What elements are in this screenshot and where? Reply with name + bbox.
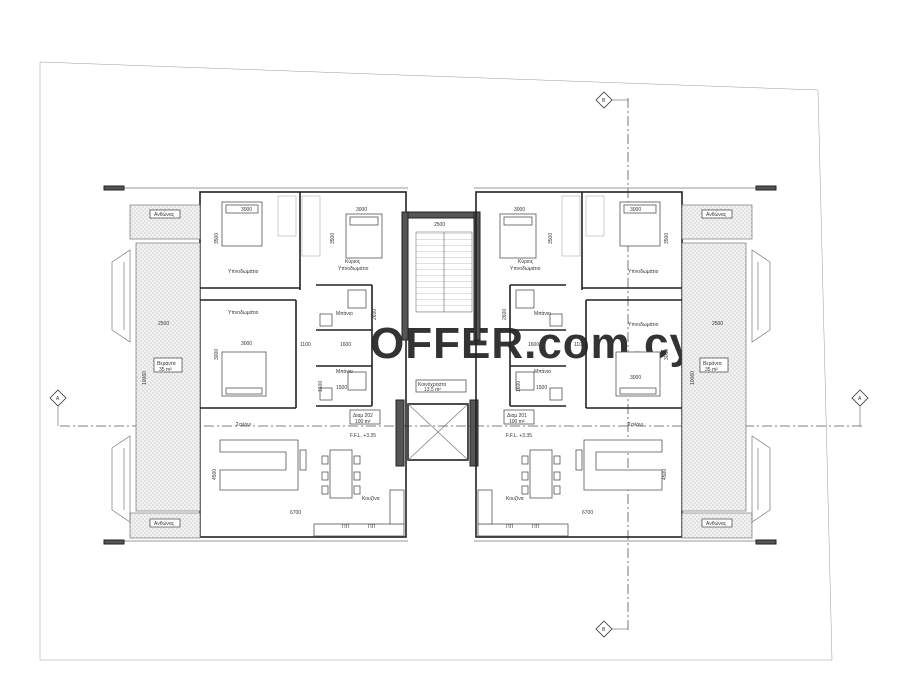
left-dim-1500: 1500 — [336, 385, 347, 391]
left-bath-lower-label: Μπάνιο — [336, 368, 353, 375]
right-kitchen-tag-2: ΠΠ — [532, 524, 540, 530]
right-flat-area: 100 m² — [509, 419, 525, 425]
right-master-line1: Κύριος — [518, 258, 534, 265]
right-unit: Ανθώνας Ανθώνας Βεράντα 35 m² 2500 10060 — [474, 185, 777, 545]
right-bath-upper-label: Μπάνιο — [534, 310, 551, 317]
left-planter-top — [129, 204, 201, 240]
axis-b-label-bottom: B — [602, 627, 606, 633]
right-level: F.F.L. +3.35 — [506, 433, 532, 439]
right-dim-10060: 10060 — [690, 371, 696, 385]
left-veranda-top-label: Ανθώνας — [154, 211, 175, 218]
right-balcony-area: 35 m² — [705, 367, 718, 373]
left-master-line2: Υπνοδωμάτιο — [338, 265, 369, 272]
left-balcony-area: 35 m² — [159, 367, 172, 373]
left-level: F.F.L. +3.35 — [350, 433, 376, 439]
right-dim-6700: 6700 — [582, 510, 593, 516]
left-kitchen-tag-2: ΠΠ — [368, 524, 376, 530]
left-flat-area: 100 m² — [355, 419, 371, 425]
right-dim-3000c: 3000 — [630, 375, 641, 381]
left-flat-name: Διαμ 202 — [353, 413, 373, 419]
right-dim-3000b: 3000 — [630, 207, 641, 213]
right-dim-3000d: 3000 — [664, 349, 670, 360]
right-kitchen-label: Κουζίνα — [506, 496, 524, 502]
left-dim-6700: 6700 — [290, 510, 301, 516]
right-living-label: Σαλόνι — [628, 421, 643, 428]
left-kitchen-label: Κουζίνα — [362, 496, 380, 502]
left-living-label: Σαλόνι — [236, 421, 251, 428]
right-dim-1600b: 1600 — [516, 381, 522, 392]
left-dim-10060: 10060 — [142, 371, 148, 385]
left-dim-1600: 1600 — [340, 342, 351, 348]
left-unit: Ανθώνας Ανθώνας Βεράντα 35 m² 2500 10060 — [103, 185, 408, 545]
right-bath-lower-label: Μπάνιο — [534, 368, 551, 375]
right-bedroom-bottom-label: Υπνοδωμάτιο — [628, 321, 659, 328]
left-bedroom-bottom-label: Υπνοδωμάτιο — [228, 309, 259, 316]
left-dim-3000d: 3000 — [214, 349, 220, 360]
left-dim-1600b: 1600 — [318, 381, 324, 392]
right-dim-3500b: 3500 — [548, 233, 554, 244]
right-master-line2: Υπνοδωμάτιο — [510, 265, 541, 272]
axis-b-marker-top: B — [595, 91, 628, 109]
right-dim-2500: 2500 — [712, 321, 723, 327]
left-dim-1100: 1100 — [300, 342, 311, 348]
right-dim-3000a: 3000 — [514, 207, 525, 213]
core-dim-2500: 2500 — [434, 222, 445, 228]
right-dim-1600: 1600 — [528, 342, 539, 348]
right-kitchen-tag-1: ΠΠ — [506, 524, 514, 530]
right-veranda-top-label: Ανθώνας — [706, 211, 727, 218]
right-flat-name: Διαμ 201 — [507, 413, 527, 419]
left-balcony-name: Βεράντα — [157, 360, 176, 367]
right-dim-2600: 2600 — [502, 309, 508, 320]
left-dim-3500a: 3500 — [214, 233, 220, 244]
axis-a-label-left: A — [56, 396, 60, 402]
core: 2500 Κοινόχρηστο 13.5 m² — [395, 211, 481, 467]
right-bedroom-top-label: Υπνοδωμάτιο — [628, 268, 659, 275]
left-dim-3000a: 3000 — [241, 207, 252, 213]
left-master-line1: Κύριος — [345, 258, 361, 265]
left-dim-3000b: 3000 — [356, 207, 367, 213]
corridor-area: 13.5 m² — [424, 387, 441, 393]
left-veranda-bottom-label: Ανθώνας — [154, 520, 175, 527]
left-balcony — [135, 242, 201, 512]
axis-a-marker-right: A — [851, 389, 869, 426]
right-veranda-bottom-label: Ανθώνας — [706, 520, 727, 527]
axis-a-label-right: A — [858, 396, 862, 402]
axis-a-marker-left: A — [49, 389, 67, 426]
right-dim-1500: 1500 — [536, 385, 547, 391]
right-dim-4500: 4500 — [662, 469, 668, 480]
plot-boundary — [39, 61, 833, 661]
right-dim-1100: 1100 — [574, 342, 585, 348]
left-bedroom-top-label: Υπνοδωμάτιο — [228, 268, 259, 275]
right-dim-3500a: 3500 — [664, 233, 670, 244]
left-dim-3500b: 3500 — [330, 233, 336, 244]
corridor-name: Κοινόχρηστο — [418, 381, 447, 388]
axis-b-label-top: B — [602, 98, 606, 104]
left-dim-4500: 4500 — [212, 469, 218, 480]
right-balcony-name: Βεράντα — [703, 360, 722, 367]
left-dim-2600: 2600 — [372, 309, 378, 320]
right-balcony — [681, 242, 747, 512]
axis-b-marker-bottom: B — [595, 620, 628, 638]
left-dim-3000c: 3000 — [241, 341, 252, 347]
left-bath-upper-label: Μπάνιο — [336, 310, 353, 317]
left-kitchen-tag-1: ΠΠ — [342, 524, 350, 530]
left-dim-2500: 2500 — [158, 321, 169, 327]
